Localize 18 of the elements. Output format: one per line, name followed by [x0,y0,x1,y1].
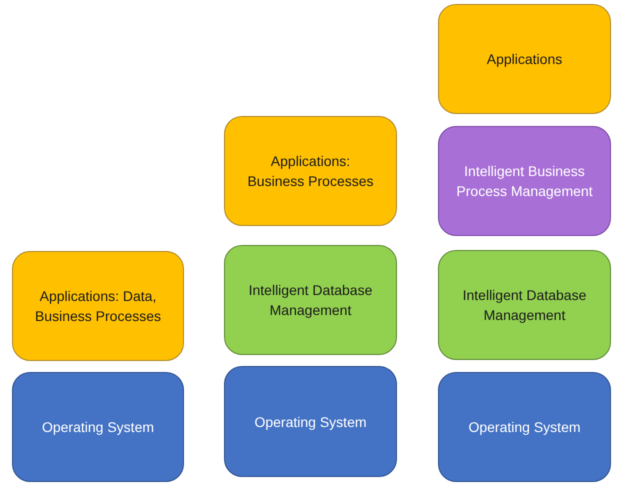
layer-label: Applications: Data, Business Processes [34,287,162,326]
database-layer-box [438,250,611,360]
layer-label: Intelligent Database Management [462,286,588,325]
process-layer-box [438,126,611,236]
layer-label: Applications [486,50,562,69]
layer-label: Intelligent Business Process Management [455,162,594,201]
layer-label: Intelligent Database Management [248,281,374,320]
layer-label: Applications: Business Processes [246,152,375,191]
operating-system-box [12,372,184,482]
application-layer-box [224,116,397,226]
database-layer-box [224,245,397,355]
layer-label: Operating System [468,418,581,437]
layer-label: Operating System [42,418,154,437]
operating-system-box [438,372,611,482]
layer-label: Operating System [254,412,367,432]
application-layer-box [12,251,184,361]
application-layer-box [438,4,611,114]
operating-system-box [224,366,397,477]
